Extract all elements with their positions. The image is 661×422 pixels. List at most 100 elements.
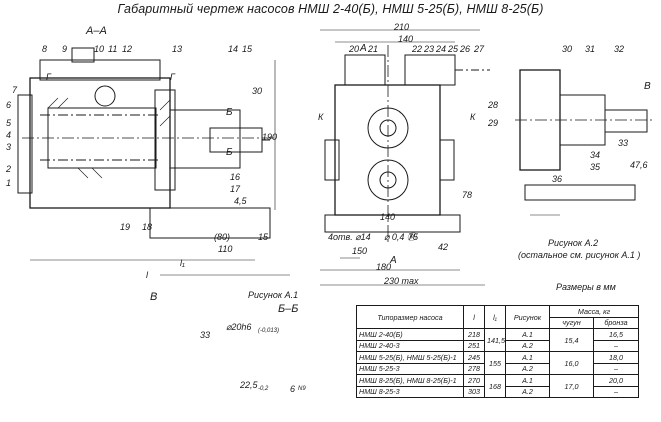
header-cast-iron: чугун xyxy=(549,316,594,329)
callout-26: 26 xyxy=(460,44,471,54)
dim-80: (80) xyxy=(214,232,231,242)
callout-29: 29 xyxy=(488,118,499,128)
table-row: НМШ 2-40(Б) 218 141,5 А.1 15,4 16,5 xyxy=(356,328,639,352)
dim-190: 190 xyxy=(262,132,278,142)
callout-2: 2 xyxy=(6,164,12,174)
cell-figure: А.2 xyxy=(505,362,550,375)
dim-150: 150 xyxy=(352,246,368,256)
header-type: Типоразмер насоса xyxy=(356,305,464,329)
cell-figure: А.1 xyxy=(505,374,550,387)
dim-230max: 230 max xyxy=(384,276,419,286)
callout-19: 19 xyxy=(120,222,131,232)
callout-11: 11 xyxy=(108,44,118,54)
cell-figure: А.2 xyxy=(505,385,550,398)
cell-l: 278 xyxy=(463,362,485,375)
dim-shaft: ⌀20h6 xyxy=(226,322,252,332)
header-mass: Масса, кг xyxy=(549,305,639,318)
cell-type: НМШ 2-40(Б) xyxy=(356,328,464,341)
dim-15: 15 xyxy=(258,232,269,242)
callout-30: 30 xyxy=(562,44,573,54)
cell-cast-iron: 17,0 xyxy=(549,374,594,398)
table-row: НМШ 5-25(Б), НМШ 5-25(Б)-1 245 155 А.1 1… xyxy=(356,351,639,375)
marker-a-top: А xyxy=(360,43,367,54)
callout-33: 33 xyxy=(618,138,629,148)
table-row: НМШ 8-25(Б), НМШ 8-25(Б)-1 270 168 А.1 1… xyxy=(356,374,639,398)
cell-l1: 141,5 xyxy=(484,328,506,352)
view-aa-section xyxy=(17,47,290,276)
drawing-title: Габаритный чертеж насосов НМШ 2-40(Б), Н… xyxy=(117,2,544,16)
callout-23: 23 xyxy=(424,44,435,54)
dim-4-5: 4,5 xyxy=(234,196,247,206)
cell-l: 251 xyxy=(463,339,485,352)
dim-shaft-tol: (-0,013) xyxy=(258,328,280,334)
dim-key: 22,5 xyxy=(240,380,258,390)
side-view xyxy=(320,29,490,286)
figure-a2-note: (остальное см. рисунок А.1 ) xyxy=(518,250,641,260)
table-header-row: Типоразмер насоса l l₁ Рисунок Масса, кг xyxy=(356,305,639,329)
figure-a1-caption: Рисунок А.1 xyxy=(248,290,299,300)
pump-sizes-table: Типоразмер насоса l l₁ Рисунок Масса, кг… xyxy=(356,305,639,398)
dim-180: 180 xyxy=(376,262,392,272)
callout-36: 36 xyxy=(552,174,563,184)
dim-tolerance: ⌀ 0,4 Ⓜ xyxy=(384,232,416,242)
marker-b-top: Б xyxy=(226,107,233,118)
callout-14: 14 xyxy=(228,44,239,54)
cell-bronze: 16,5 xyxy=(593,328,639,341)
cell-type: НМШ 2-40-3 xyxy=(356,339,464,352)
callout-5: 5 xyxy=(6,118,12,128)
callout-16: 16 xyxy=(230,172,241,182)
cell-bronze: – xyxy=(593,339,639,352)
cell-figure: А.1 xyxy=(505,328,550,341)
callout-34: 34 xyxy=(590,150,601,160)
dim-holes: 4отв. ⌀14 xyxy=(328,232,371,242)
cell-l: 270 xyxy=(463,374,485,387)
callout-17: 17 xyxy=(230,184,241,194)
callout-32: 32 xyxy=(614,44,625,54)
header-bronze: бронза xyxy=(593,316,639,329)
callout-24: 24 xyxy=(436,44,447,54)
marker-g-right: Г xyxy=(170,72,175,82)
cell-l1: 155 xyxy=(484,351,506,375)
callout-12: 12 xyxy=(122,44,133,54)
table-row: НМШ 8-25-3 303 А.2 – xyxy=(356,385,639,398)
table-subheader-row: чугун бронза xyxy=(357,316,639,329)
cell-bronze: – xyxy=(593,385,639,398)
callout-4: 4 xyxy=(6,130,12,140)
engineering-drawing xyxy=(17,29,652,286)
view-bb-label: Б–Б xyxy=(278,303,299,315)
cell-type: НМШ 8-25-3 xyxy=(356,385,464,398)
header-figure: Рисунок xyxy=(505,305,550,329)
dim-l1: l₁ xyxy=(180,258,185,268)
dim-47-6: 47,6 xyxy=(630,160,648,170)
cell-bronze: 20,0 xyxy=(593,374,639,387)
callout-20: 20 xyxy=(349,44,360,54)
callout-3: 3 xyxy=(6,142,12,152)
dim-140-mid: 140 xyxy=(380,212,396,222)
callout-6: 6 xyxy=(6,100,12,110)
cell-l: 245 xyxy=(463,351,485,364)
header-l: l xyxy=(463,305,485,329)
dim-l: l xyxy=(146,270,148,280)
dimensions-note: Размеры в мм xyxy=(556,282,616,292)
marker-g-left: Г xyxy=(46,72,51,82)
cell-figure: А.2 xyxy=(505,339,550,352)
marker-k-right: К xyxy=(470,112,476,122)
cell-bronze: – xyxy=(593,362,639,375)
dim-78: 78 xyxy=(462,190,473,200)
callout-21: 21 xyxy=(368,44,379,54)
callout-28: 28 xyxy=(488,100,499,110)
marker-v: В xyxy=(644,81,651,92)
callout-27: 27 xyxy=(474,44,485,54)
dim-key-tol: -0,2 xyxy=(258,386,269,392)
callout-35: 35 xyxy=(590,162,601,172)
marker-b-bottom: Б xyxy=(226,147,233,158)
view-aa-label: А–А xyxy=(86,25,107,37)
view-b-label: В xyxy=(150,291,158,303)
dim-210: 210 xyxy=(394,22,410,32)
dim-key2-tol: N9 xyxy=(298,386,306,392)
callout-15: 15 xyxy=(242,44,253,54)
callout-13: 13 xyxy=(172,44,183,54)
cell-figure: А.1 xyxy=(505,351,550,364)
callout-7: 7 xyxy=(12,85,18,95)
figure-a2-caption: Рисунок А.2 xyxy=(548,238,599,248)
